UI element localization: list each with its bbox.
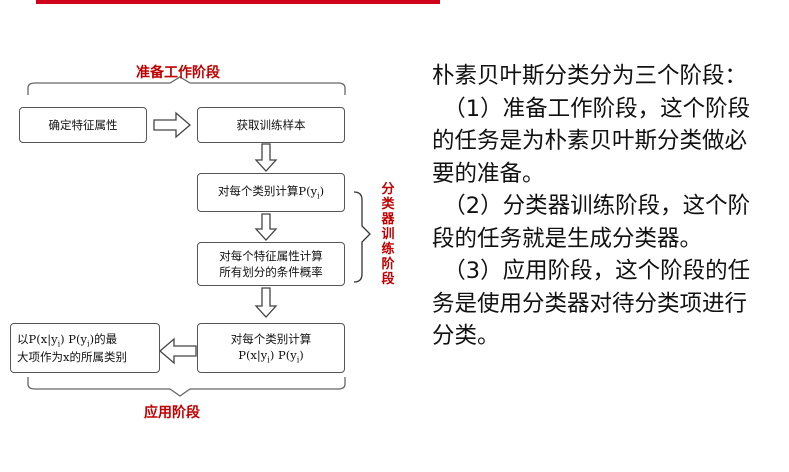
explanation-stage-3: （3）应用阶段，这个阶段的任务是使用分类器对待分类项进行分类。 [432, 258, 751, 349]
stage-label-train: 分类器训练阶段 [381, 182, 395, 287]
box-determine-features-text: 确定特征属性 [48, 117, 118, 132]
arrow-down-hollow-3 [254, 287, 278, 318]
box-prior-probability: 对每个类别计算P(yi) [197, 173, 345, 212]
prepare-brace [27, 76, 346, 95]
stage-label-prepare: 准备工作阶段 [136, 65, 220, 81]
stage-label-apply: 应用阶段 [144, 405, 200, 421]
box-determine-features: 确定特征属性 [19, 107, 147, 143]
box-max-class: 以P(x|yi) P(yi)的最大项作为x的所属类别 [10, 323, 160, 373]
arrow-down-hollow-1 [254, 143, 278, 172]
arrow-down-hollow-2 [254, 213, 278, 241]
box-conditional-probability: 对每个特征属性计算所有划分的条件概率 [197, 242, 345, 286]
explanation-stage-2: （2）分类器训练阶段，这个阶段的任务就是生成分类器。 [432, 193, 751, 252]
explanation-panel: 朴素贝叶斯分类分为三个阶段： （1）准备工作阶段，这个阶段的任务是为朴素贝叶斯分… [432, 60, 767, 353]
train-brace [353, 191, 371, 283]
arrow-right-hollow [153, 111, 191, 139]
top-accent-bar [36, 0, 440, 4]
box-get-samples: 获取训练样本 [197, 107, 345, 143]
explanation-stage-1: （1）准备工作阶段，这个阶段的任务是为朴素贝叶斯分类做必要的准备。 [432, 95, 751, 187]
box-get-samples-text: 获取训练样本 [236, 117, 306, 132]
box-prior-probability-text: 对每个类别计算P(yi) [217, 184, 325, 201]
box-max-class-text: 以P(x|yi) P(yi)的最大项作为x的所属类别 [17, 331, 127, 365]
box-conditional-probability-text: 对每个特征属性计算所有划分的条件概率 [219, 248, 323, 279]
apply-brace [27, 377, 346, 397]
arrow-left-hollow [159, 337, 197, 365]
explanation-intro: 朴素贝叶斯分类分为三个阶段： [432, 63, 748, 89]
